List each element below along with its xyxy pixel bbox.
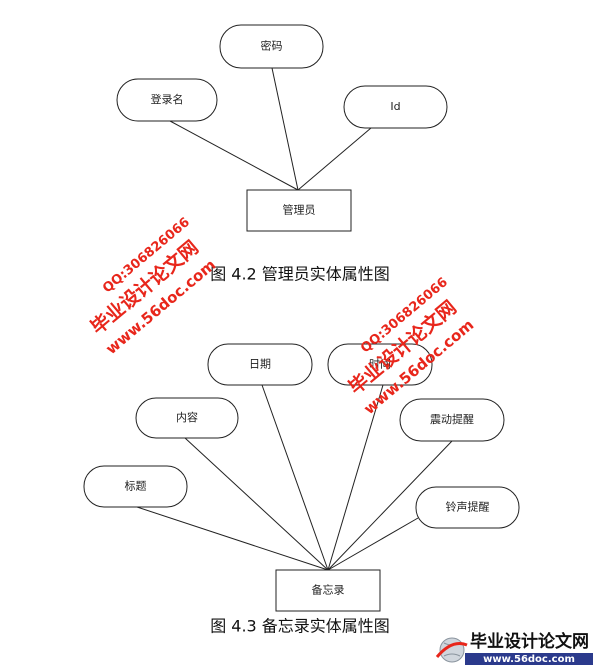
diagram-memo: 日期 时间 内容 震动提醒 标题 铃声提醒 备忘录 图 4.3 备忘录实体属性图 — [83, 343, 520, 636]
attribute-login-name: 登录名 — [116, 78, 218, 122]
logo-url-banner — [465, 653, 593, 665]
attribute-time-label: 时间 — [369, 358, 391, 371]
line-id — [297, 127, 372, 191]
attribute-ringtone-reminder: 铃声提醒 — [415, 486, 520, 529]
line-date — [261, 384, 329, 571]
line-title — [136, 506, 329, 571]
attribute-content: 内容 — [135, 397, 239, 439]
attribute-date: 日期 — [207, 343, 313, 386]
diagram-admin: 密码 登录名 Id 管理员 图 4.2 管理员实体属性图 — [116, 24, 448, 284]
watermark-left: 毕业设计论文网 www.56doc.com QQ:306826066 — [86, 215, 219, 358]
attribute-content-label: 内容 — [176, 410, 198, 424]
attribute-password-label: 密码 — [261, 39, 283, 53]
line-ringtone-reminder — [327, 517, 419, 571]
attribute-vibrate-reminder: 震动提醒 — [399, 398, 505, 442]
caption-figure-4-2: 图 4.2 管理员实体属性图 — [210, 265, 390, 284]
attribute-title-label: 标题 — [125, 479, 147, 493]
line-time — [327, 384, 384, 571]
attribute-date-label: 日期 — [249, 358, 271, 371]
logo-site-name: 毕业设计论文网 — [470, 631, 589, 652]
attribute-time: 时间 — [327, 343, 433, 386]
caption-figure-4-3: 图 4.3 备忘录实体属性图 — [210, 617, 390, 636]
attribute-id: Id — [343, 85, 448, 129]
attribute-ringtone-reminder-label: 铃声提醒 — [446, 500, 490, 514]
site-logo: 毕业设计论文网 www.56doc.com — [435, 631, 593, 665]
attribute-id-label: Id — [390, 100, 400, 113]
entity-memo-label: 备忘录 — [312, 583, 345, 597]
line-login-name — [169, 120, 299, 191]
entity-admin-label: 管理员 — [283, 203, 316, 217]
logo-url: www.56doc.com — [483, 654, 575, 665]
connector-lines-admin — [169, 67, 372, 191]
attribute-vibrate-reminder-label: 震动提醒 — [430, 413, 474, 426]
globe-icon — [435, 637, 468, 663]
line-password — [271, 67, 299, 191]
attribute-title: 标题 — [83, 465, 188, 508]
line-vibrate-reminder — [327, 440, 453, 571]
attribute-password: 密码 — [219, 24, 324, 69]
entity-admin: 管理员 — [246, 189, 352, 232]
connector-lines-memo — [136, 384, 453, 571]
attribute-login-name-label: 登录名 — [151, 92, 184, 106]
line-content — [184, 437, 329, 571]
entity-memo: 备忘录 — [275, 569, 381, 612]
